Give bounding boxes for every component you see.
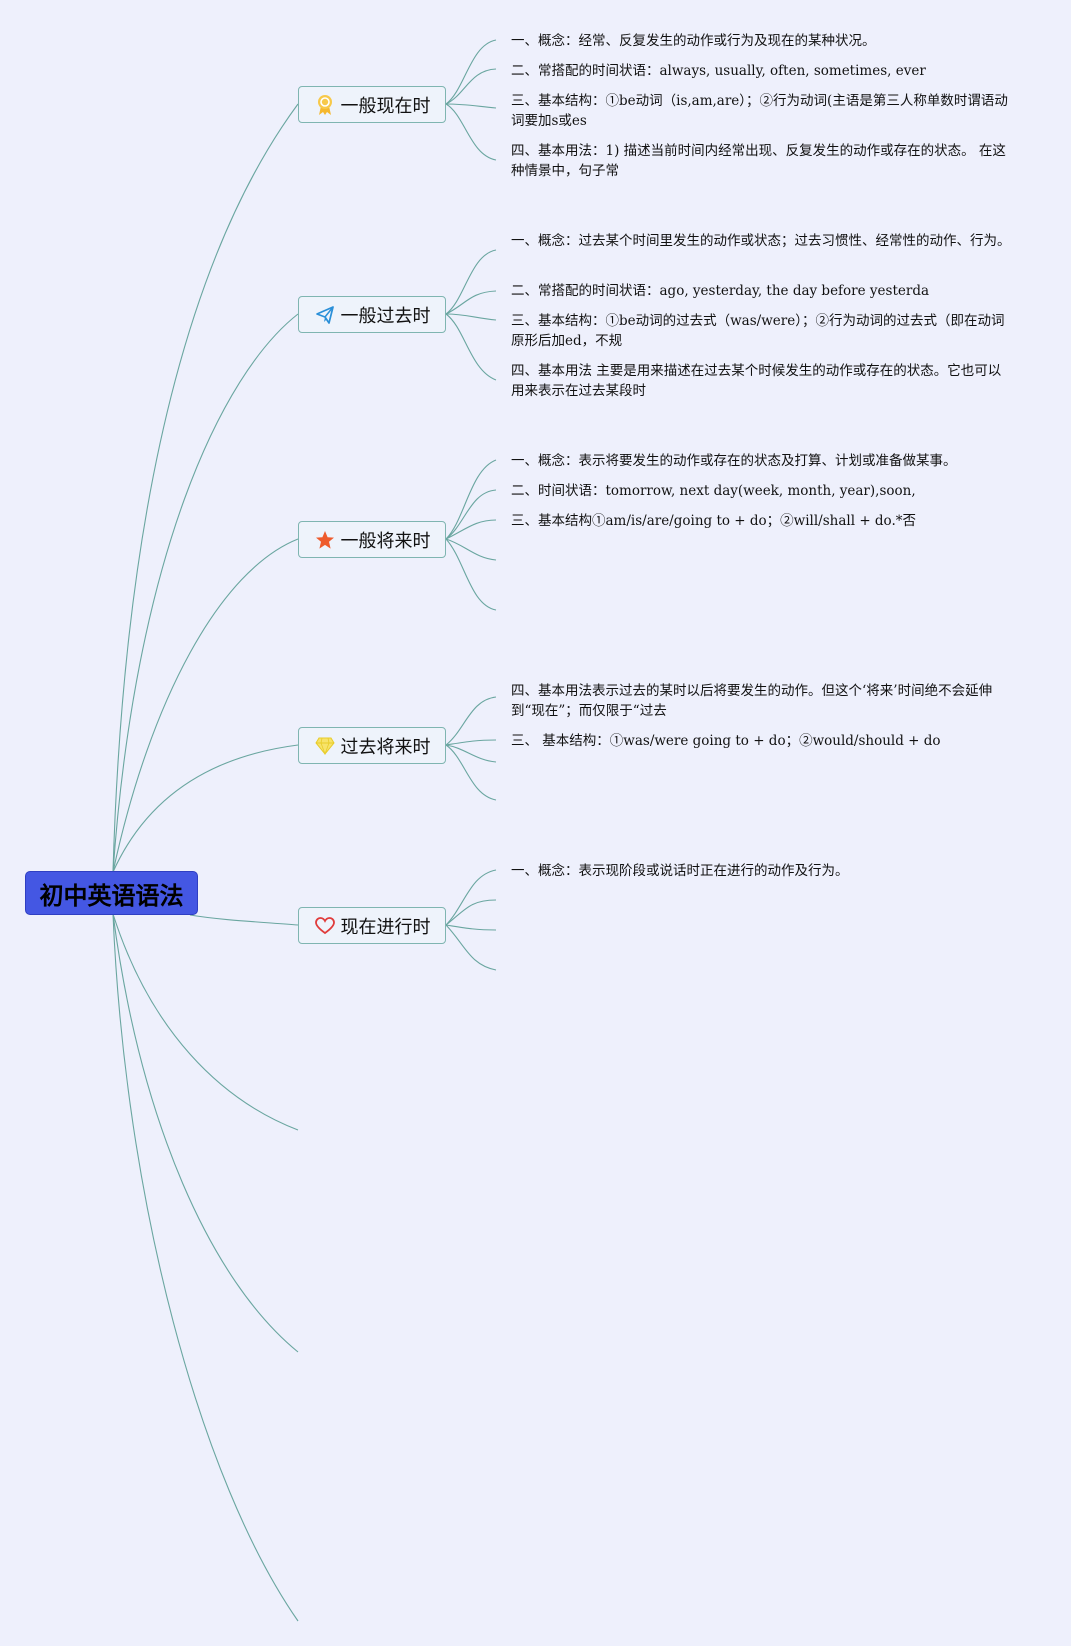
connector-root-branch-4 (112, 744, 299, 873)
connector-root-empty-1 (112, 913, 299, 1131)
leaf-future-structure[interactable]: 三、基本结构①am/is/are/going to + do；②will/sha… (511, 513, 916, 529)
branch-simple-future[interactable]: 一般将来时 (298, 521, 446, 558)
connector-b4-4 (445, 744, 497, 801)
connector-b2-2 (445, 290, 497, 315)
connector-b3-5 (445, 538, 497, 611)
connector-root-empty-3 (112, 913, 299, 1622)
connector-b2-3 (445, 313, 497, 321)
connector-b2-4 (445, 313, 497, 381)
leaf-present-structure[interactable]: 三、基本结构：①be动词（is,am,are）；②行为动词(主语是第三人称单数时… (511, 93, 1008, 129)
connector-b3-3 (445, 519, 497, 540)
leaf-past-usage[interactable]: 四、基本用法 主要是用来描述在过去某个时候发生的动作或存在的状态。它也可以用来表… (511, 363, 1002, 399)
connector-b5-4 (445, 924, 497, 971)
connector-root-branch-2 (112, 313, 299, 873)
branch-label: 一般将来时 (340, 530, 431, 552)
paper-plane-icon (314, 304, 336, 326)
heart-icon (314, 915, 336, 937)
leaf-future-time-adverbials[interactable]: 二、时间状语：tomorrow, next day(week, month, y… (511, 483, 916, 499)
connector-b3-4 (445, 538, 497, 561)
branch-simple-past[interactable]: 一般过去时 (298, 296, 446, 333)
branch-simple-present[interactable]: 一般现在时 (298, 86, 446, 123)
leaf-past-future-structure[interactable]: 三、 基本结构：①was/were going to + do；②would/s… (511, 733, 941, 749)
leaf-past-time-adverbials[interactable]: 二、常搭配的时间状语：ago, yesterday, the day befor… (511, 283, 930, 299)
leaf-future-concept[interactable]: 一、概念：表示将要发生的动作或存在的状态及打算、计划或准备做某事。 (511, 453, 957, 469)
branch-past-future[interactable]: 过去将来时 (298, 727, 446, 764)
connector-root-branch-1 (112, 103, 299, 873)
diamond-icon (314, 735, 336, 757)
leaf-present-usage[interactable]: 四、基本用法：1) 描述当前时间内经常出现、反复发生的动作或存在的状态。 在这种… (511, 143, 1006, 179)
connector-b3-2 (445, 489, 497, 540)
ribbon-award-icon (314, 94, 336, 116)
connector-root-empty-2 (112, 913, 299, 1353)
connector-b2-1 (445, 249, 497, 315)
connector-b4-2 (445, 739, 497, 746)
star-icon (314, 529, 336, 551)
connector-b4-3 (445, 744, 497, 763)
branch-label: 一般现在时 (340, 95, 431, 117)
connector-b4-1 (445, 696, 497, 746)
leaf-continuous-concept[interactable]: 一、概念：表示现阶段或说话时正在进行的动作及行为。 (511, 863, 849, 879)
connector-b5-1 (445, 869, 497, 926)
connector-b1-4 (445, 103, 497, 161)
leaf-past-concept[interactable]: 一、概念：过去某个时间里发生的动作或状态；过去习惯性、经常性的动作、行为。 (511, 233, 1011, 249)
leaf-past-structure[interactable]: 三、基本结构：①be动词的过去式（was/were）；②行为动词的过去式（即在动… (511, 313, 1005, 349)
branch-label: 过去将来时 (340, 736, 431, 758)
leaf-present-concept[interactable]: 一、概念：经常、反复发生的动作或行为及现在的某种状况。 (511, 33, 876, 49)
branch-label: 现在进行时 (340, 916, 431, 938)
connector-b3-1 (445, 459, 497, 540)
connector-root-branch-3 (112, 538, 299, 873)
root-topic[interactable]: 初中英语语法 (25, 871, 198, 915)
connector-b1-2 (445, 68, 497, 105)
leaf-present-time-adverbials[interactable]: 二、常搭配的时间状语：always, usually, often, somet… (511, 63, 926, 79)
branch-label: 一般过去时 (340, 305, 431, 327)
leaf-past-future-usage[interactable]: 四、基本用法表示过去的某时以后将要发生的动作。但这个‘将来’时间绝不会延伸到“现… (511, 683, 993, 719)
branch-present-continuous[interactable]: 现在进行时 (298, 907, 446, 944)
connector-b1-1 (445, 39, 497, 105)
connector-b1-3 (445, 103, 497, 109)
connector-b5-3 (445, 924, 497, 931)
connector-b5-2 (445, 899, 497, 926)
connector-root-branch-5 (189, 914, 299, 926)
